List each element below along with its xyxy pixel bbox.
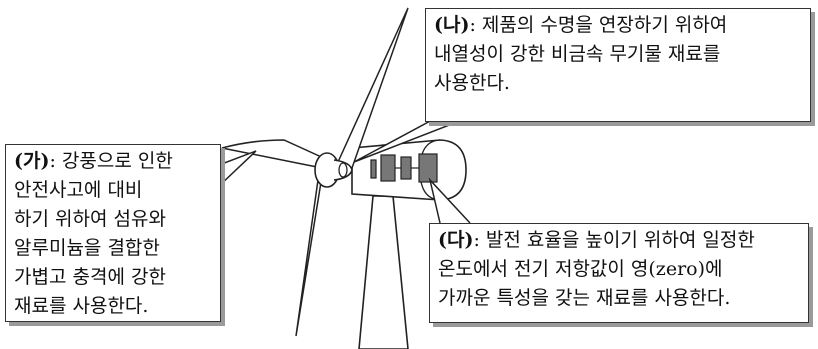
callout-da: (다): 발전 효율을 높이기 위하여 일정한 온도에서 전기 저항값이 영(z… — [429, 223, 809, 323]
callout-da-line-2: 온도에서 전기 저항값이 영(zero)에 — [438, 258, 723, 280]
component-gearbox — [380, 154, 396, 182]
component-shaft — [370, 159, 377, 179]
callout-ga-pointer — [218, 150, 257, 187]
callout-na-line-3: 사용한다. — [434, 72, 510, 94]
callout-ga-tag: (가) — [14, 150, 50, 172]
callout-ga-line-5: 가볍고 충격에 강한 — [14, 266, 166, 288]
callout-ga-line-1: 강풍으로 인한 — [61, 150, 173, 172]
callout-ga: (가): 강풍으로 인한 안전사고에 대비 하기 위하여 섬유와 알루미늄을 결… — [5, 144, 221, 322]
blade-lower — [295, 173, 324, 337]
callout-ga-line-6: 재료를 사용한다. — [14, 295, 149, 317]
blade-left — [221, 139, 330, 169]
callout-da-line-3: 가까운 특성을 갖는 재료를 사용한다. — [438, 287, 731, 309]
callout-ga-line-3: 하기 위하여 섬유와 — [14, 208, 166, 230]
callout-na: (나): 제품의 수명을 연장하기 위하여 내열성이 강한 비금속 무기물 재료… — [425, 8, 811, 122]
callout-ga-line-2: 안전사고에 대비 — [14, 179, 143, 201]
component-generator — [418, 153, 438, 183]
nacelle-components — [370, 153, 438, 183]
callout-da-pointer — [428, 177, 471, 224]
callout-na-tag: (나) — [434, 14, 470, 36]
turbine-hub — [314, 152, 353, 188]
component-coupling — [400, 156, 412, 180]
callout-da-tag: (다) — [438, 229, 474, 251]
callout-na-line-1: 제품의 수명을 연장하기 위하여 — [481, 14, 728, 36]
turbine-tower — [358, 195, 409, 349]
callout-ga-line-4: 알루미늄을 결합한 — [14, 237, 160, 259]
callout-da-line-1: 발전 효율을 높이기 위하여 일정한 — [485, 229, 755, 251]
callout-na-line-2: 내열성이 강한 비금속 무기물 재료를 — [434, 43, 721, 65]
